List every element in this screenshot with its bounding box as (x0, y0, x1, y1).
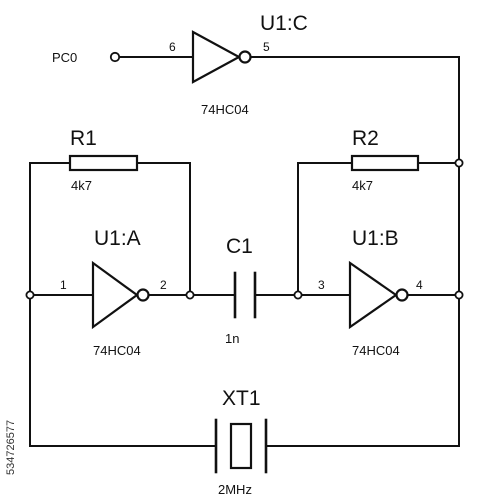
c1-value: 1n (225, 331, 239, 346)
pc0-terminal (109, 51, 121, 63)
u1b-ref: U1:B (352, 227, 399, 250)
junction-dot (25, 290, 35, 300)
watermark-id: 534726577 (5, 420, 17, 475)
u1a-triangle (91, 260, 139, 330)
pc0-port: PC0 (52, 50, 121, 65)
u1a-part: 74HC04 (93, 343, 141, 358)
r2-value: 4k7 (352, 178, 373, 193)
xt1-value: 2MHz (218, 482, 252, 497)
u1a-ref: U1:A (94, 227, 141, 250)
u1c-triangle (191, 30, 242, 84)
r2-body (350, 154, 420, 172)
junctions (25, 158, 464, 300)
r1-ref: R1 (70, 127, 97, 150)
resistor-r2: R2 4k7 (350, 127, 420, 193)
r1-value: 4k7 (71, 178, 92, 193)
u1c-bubble (238, 50, 252, 64)
junction-dot (454, 158, 464, 168)
u1c-pin-in: 6 (169, 40, 176, 54)
pc0-label: PC0 (52, 50, 77, 65)
inverter-u1a: U1:A 74HC04 1 2 (60, 227, 167, 358)
resistor-r1: R1 4k7 (68, 127, 139, 193)
inverter-u1b: U1:B 74HC04 3 4 (318, 227, 423, 358)
u1b-pin-out: 4 (416, 278, 423, 292)
xt1-body (229, 422, 253, 470)
u1b-triangle (348, 260, 398, 330)
u1b-bubble (395, 288, 409, 302)
junction-dot (454, 290, 464, 300)
junction-dot (185, 290, 195, 300)
junction-dot (293, 290, 303, 300)
u1a-pin-in: 1 (60, 278, 67, 292)
u1b-part: 74HC04 (352, 343, 400, 358)
u1b-pin-in: 3 (318, 278, 325, 292)
c1-ref: C1 (226, 235, 253, 258)
capacitor-c1: C1 1n (225, 235, 257, 346)
r2-ref: R2 (352, 127, 379, 150)
crystal-xt1: XT1 2MHz (214, 387, 268, 497)
wires (29, 56, 460, 447)
u1a-pin-out: 2 (160, 278, 167, 292)
inverter-u1c: U1:C 74HC04 6 5 (169, 12, 308, 117)
xt1-ref: XT1 (222, 387, 261, 410)
u1a-bubble (136, 288, 150, 302)
u1c-ref: U1:C (260, 12, 308, 35)
u1c-part: 74HC04 (201, 102, 249, 117)
r1-body (68, 154, 139, 172)
u1c-pin-out: 5 (263, 40, 270, 54)
